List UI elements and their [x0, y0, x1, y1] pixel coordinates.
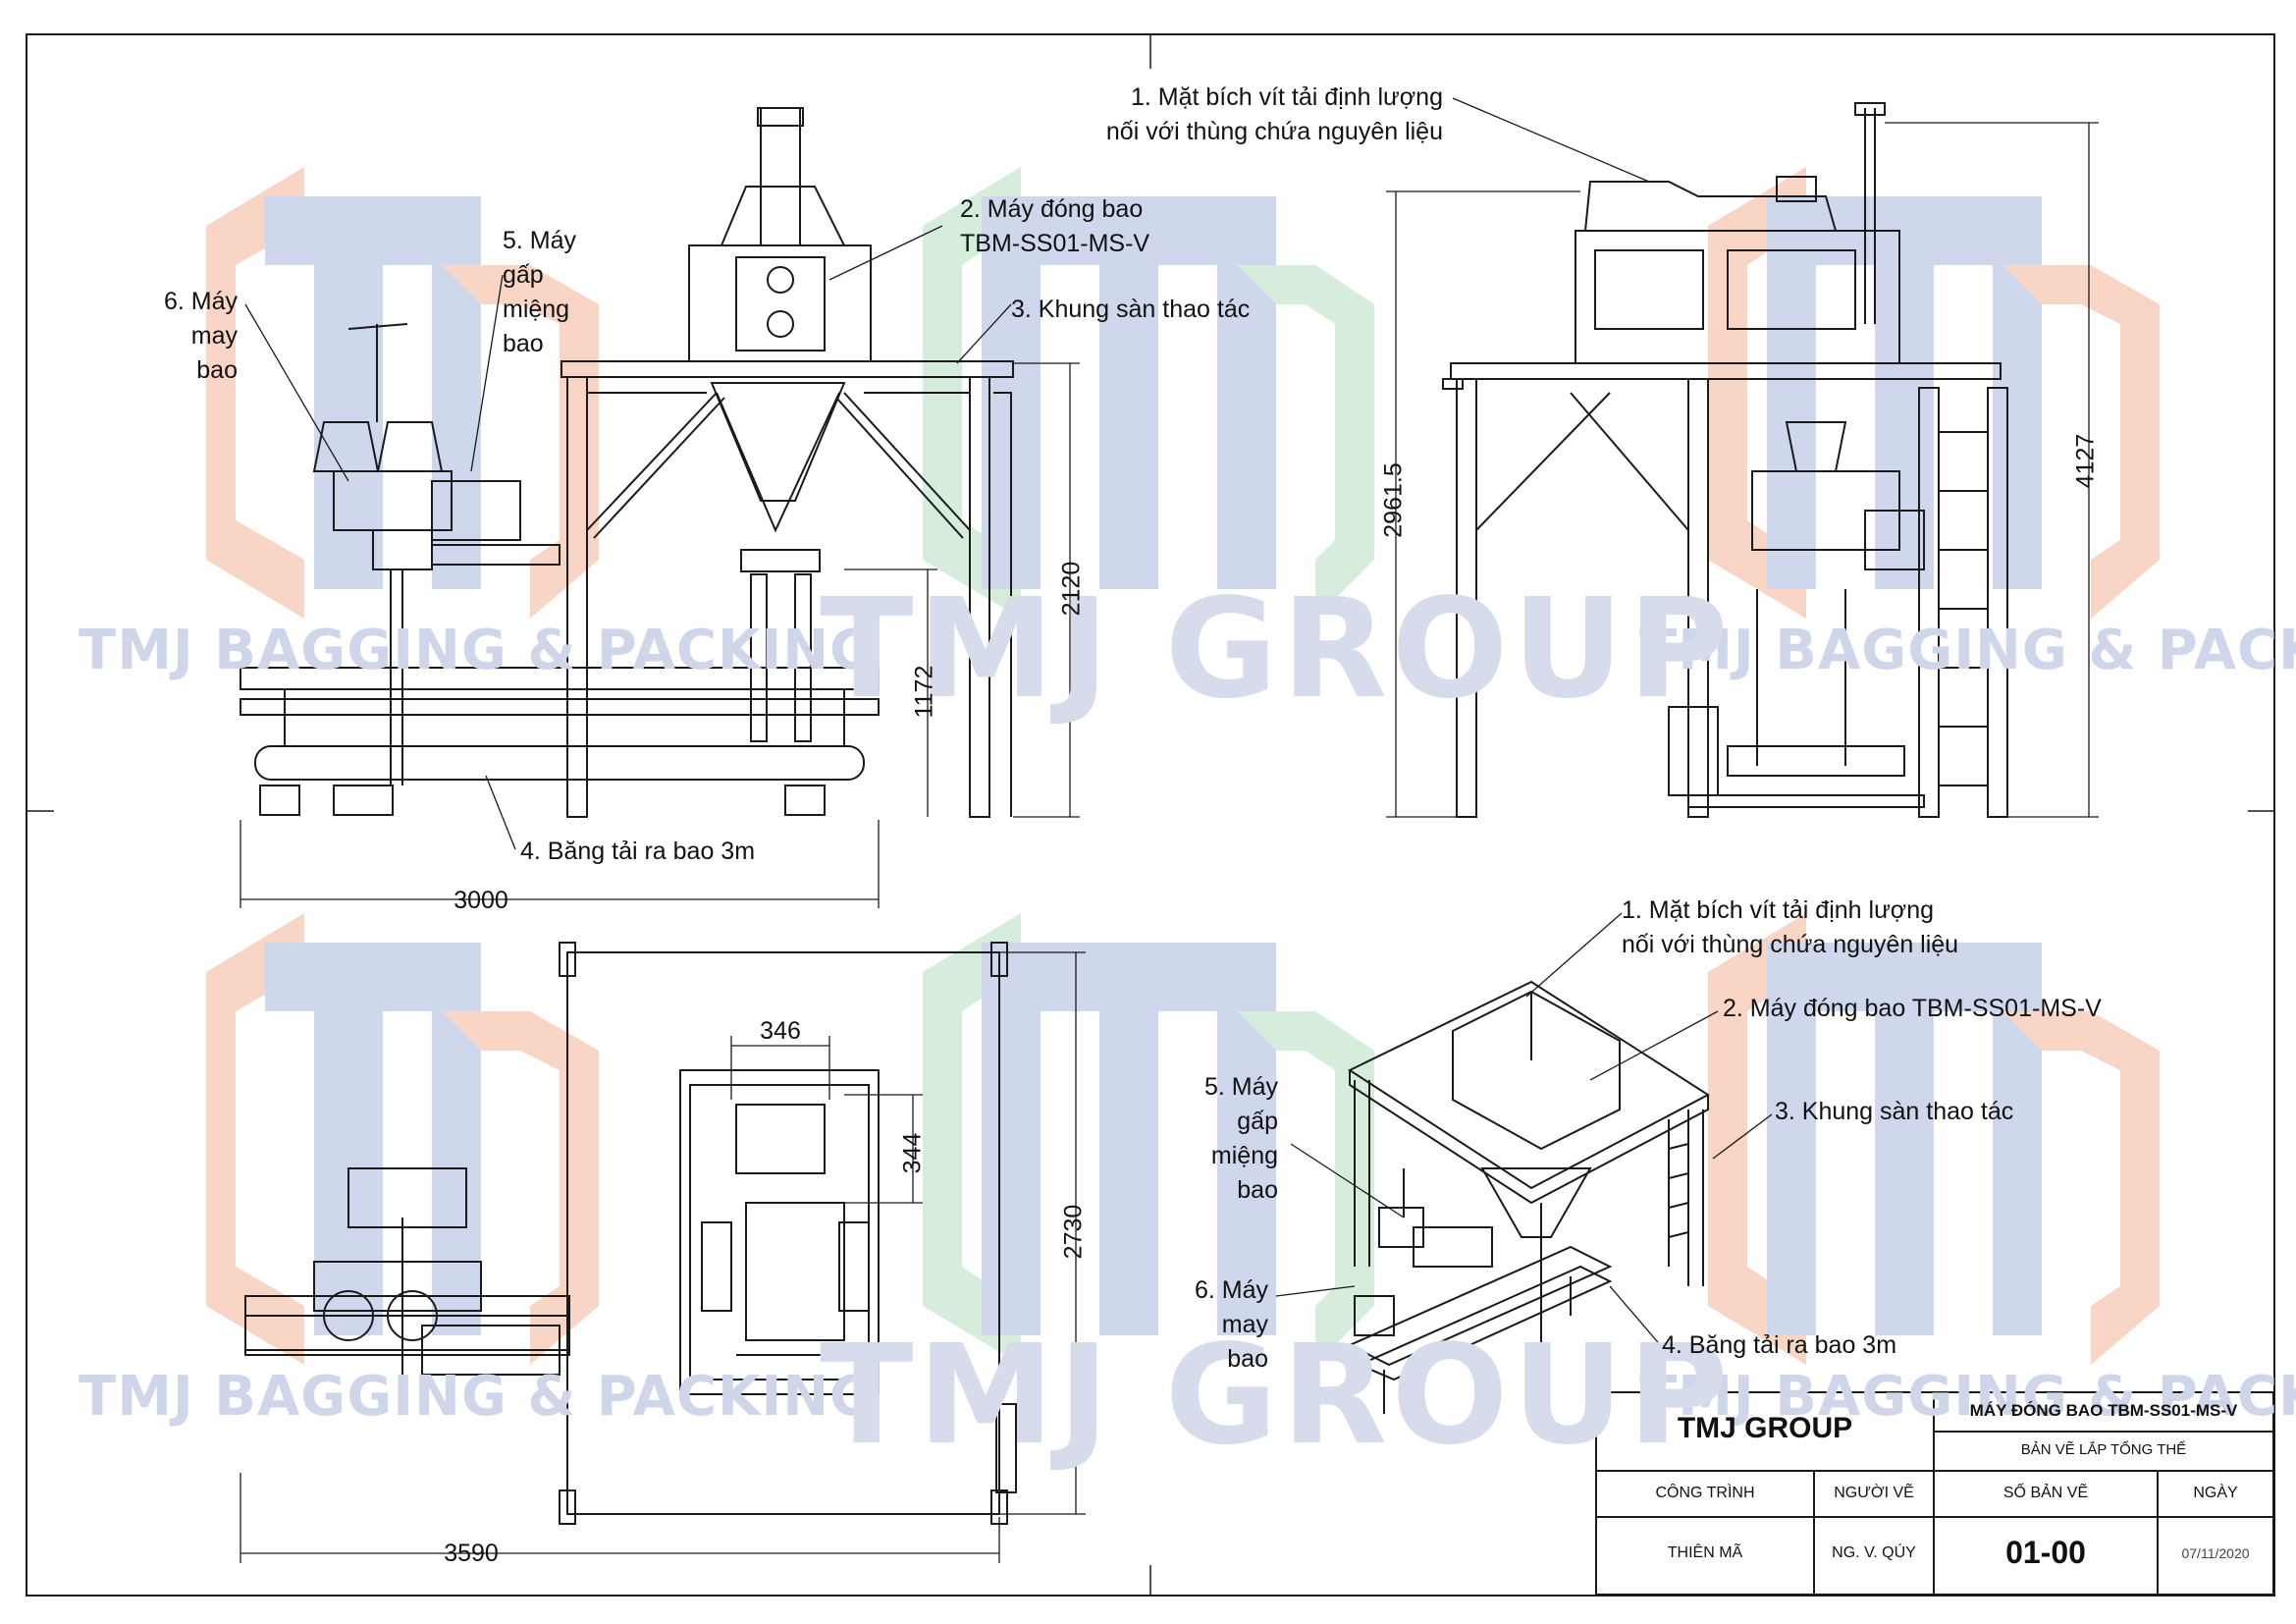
label-conveyor-iso: 4. Băng tải ra bao 3m: [1662, 1331, 1897, 1359]
title-date: 07/11/2020: [2181, 1545, 2250, 1561]
label-line: 1. Mặt bích vít tải định lượng: [1130, 83, 1443, 111]
watermark-logos: [206, 167, 2160, 1365]
label-line: bao: [503, 330, 544, 357]
label-line: TBM-SS01-MS-V: [960, 230, 1150, 257]
label-folding-machine: 5. Máy gấp miệng bao: [503, 224, 576, 361]
dim-front-width: 3000: [454, 887, 508, 914]
plan-view: [244, 942, 1017, 1525]
title-product: MÁY ĐÓNG BAO TBM-SS01-MS-V: [1969, 1401, 2238, 1420]
label-line: 6. Máy: [1194, 1276, 1268, 1304]
iso-view: [1347, 980, 1710, 1414]
title-col-date: NGÀY: [2193, 1485, 2238, 1501]
label-line: gấp: [503, 261, 544, 289]
dim-plan-depth: 2730: [1059, 1204, 1088, 1260]
front-view: [240, 107, 1014, 818]
label-line: gấp: [1237, 1108, 1278, 1135]
label-folding-machine-iso: 5. Máy gấp miệng bao: [1168, 1070, 1278, 1208]
title-col-number: SỐ BẢN VẼ: [2002, 1485, 2089, 1501]
logo-mark: [206, 167, 599, 619]
dim-side-height-total: 4127: [2071, 433, 2100, 489]
label-bagging-machine-iso: 2. Máy đóng bao TBM-SS01-MS-V: [1723, 995, 2102, 1022]
logo-mark: [206, 913, 599, 1365]
title-drawing-type: BẢN VẼ LẮP TỔNG THỂ: [2020, 1441, 2187, 1458]
dim-front-height-spout: 1172: [910, 665, 938, 719]
label-line: 2. Máy đóng bao: [960, 195, 1144, 223]
dim-plan-width: 3590: [444, 1540, 499, 1567]
front-dimensions: [240, 362, 1080, 908]
dim-front-height-total: 2120: [1057, 561, 1086, 617]
side-view: [1442, 102, 2008, 818]
logo-mark: [1708, 167, 2160, 619]
title-block-lines: [1595, 1391, 2274, 1596]
label-line: nối với thùng chứa nguyên liệu: [1622, 931, 1959, 958]
label-line: may: [190, 322, 238, 350]
label-line: miệng: [503, 296, 570, 323]
title-company: TMJ GROUP: [1677, 1412, 1853, 1444]
label-line: 6. Máy: [163, 288, 238, 315]
label-line: bao: [196, 356, 238, 384]
label-line: miệng: [1210, 1142, 1278, 1169]
label-bagging-machine: 2. Máy đóng bao TBM-SS01-MS-V: [960, 192, 1149, 261]
label-conveyor: 4. Băng tải ra bao 3m: [520, 838, 756, 865]
label-line: bao: [1237, 1176, 1278, 1204]
label-line: nối với thùng chứa nguyên liệu: [1105, 118, 1443, 145]
logo-mark: [1708, 913, 2160, 1365]
label-line: 1. Mặt bích vít tải định lượng: [1622, 896, 1935, 924]
dim-plan-hopper-w: 346: [760, 1017, 801, 1045]
dim-plan-hopper-h: 344: [898, 1132, 927, 1174]
label-line: may: [1221, 1311, 1268, 1338]
title-project: THIÊN MÃ: [1667, 1544, 1743, 1561]
label-line: 5. Máy: [503, 227, 577, 254]
line-work: [240, 97, 2099, 1563]
label-line: 5. Máy: [1203, 1073, 1278, 1101]
leader-lines: [244, 97, 1773, 1356]
logo-mark: [923, 913, 1374, 1365]
label-frame: 3. Khung sàn thao tác: [1011, 296, 1251, 323]
label-flange-side: 1. Mặt bích vít tải định lượng nối với t…: [1041, 81, 1443, 149]
label-line: bao: [1227, 1345, 1268, 1373]
label-flange-iso: 1. Mặt bích vít tải định lượng nối với t…: [1622, 893, 1958, 962]
title-number: 01-00: [2005, 1535, 2086, 1570]
title-col-project: CÔNG TRÌNH: [1655, 1485, 1755, 1501]
label-sewing-machine: 6. Máy may bao: [128, 285, 238, 388]
plan-dimensions: [240, 951, 1086, 1563]
title-drawer: NG. V. QÚY: [1832, 1544, 1916, 1561]
label-sewing-machine-iso: 6. Máy may bao: [1158, 1273, 1268, 1377]
title-col-drawer: NGƯỜI VẼ: [1834, 1485, 1914, 1501]
side-dimensions: [1386, 122, 2099, 818]
label-frame-iso: 3. Khung sàn thao tác: [1775, 1098, 2014, 1125]
dim-side-height-platform: 2961.5: [1379, 462, 1408, 538]
